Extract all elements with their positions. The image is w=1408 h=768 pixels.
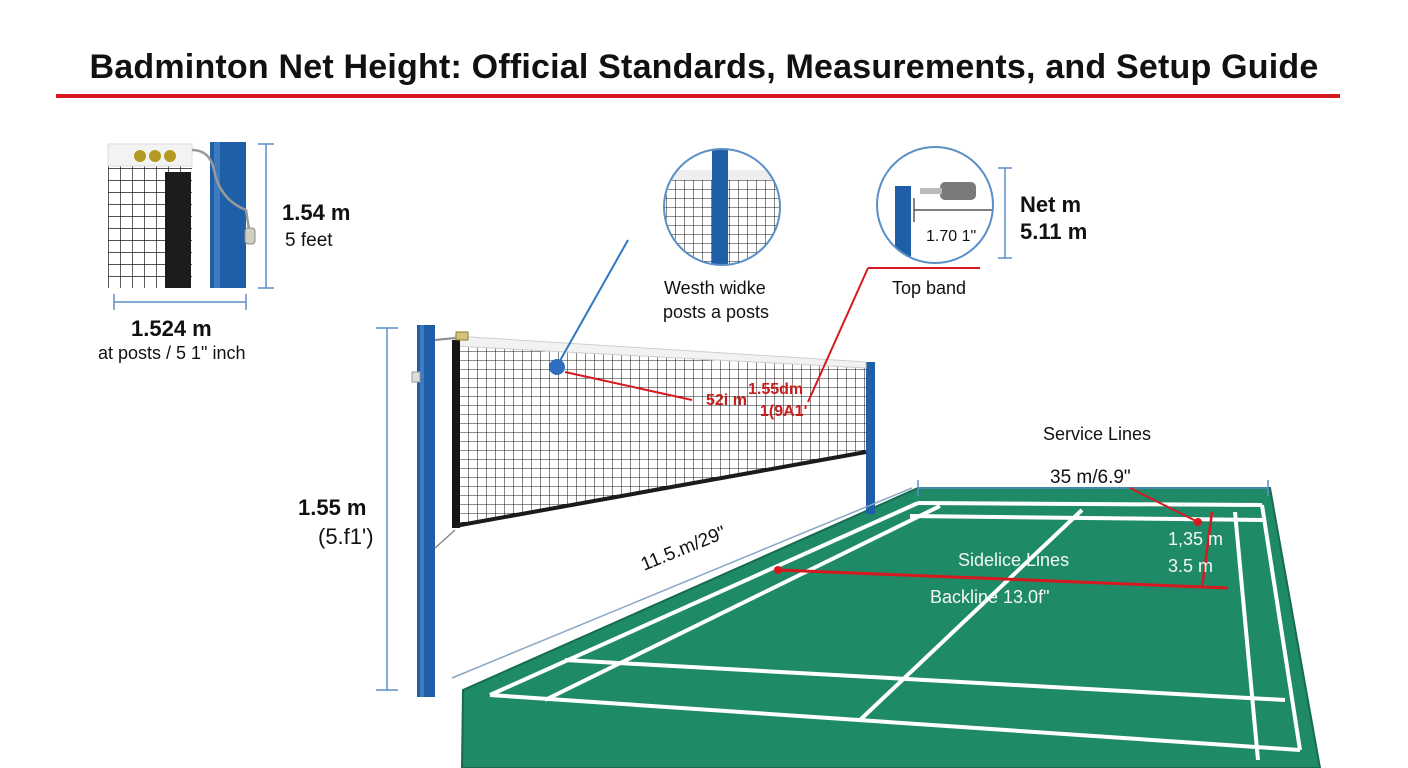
court-backline [917,501,1263,507]
callout-right-inner-measure: 1.70 1" [926,228,977,245]
inset-tension-cord [191,148,252,237]
net-height-arrow [564,371,693,401]
net-mesh [455,340,866,526]
inset-post-detail [107,142,274,310]
page-title: Badminton Net Height: Official Standards… [89,48,1319,86]
inset-height-imperial: 5 feet [285,230,333,251]
inset-grommet [134,150,146,162]
service-width-label: 35 m/6.9" [1050,467,1131,488]
title-underline [56,94,1340,98]
callout-center-caption-2: posts a posts [663,302,770,322]
inset-hook [244,227,256,245]
callout-net-post-zoom [549,148,781,401]
callout-right-leader [807,267,869,403]
court-center-line [858,508,1084,722]
callout-right-value-1: Net m [1020,192,1082,217]
court-sideline-right [1260,504,1302,751]
net-length-dimension [451,487,913,679]
inset-width-value: 1.524 m [131,316,212,341]
post-height-imperial: (5.f1') [318,524,374,549]
net-side-edge [452,340,460,528]
right-post [866,362,875,514]
inset-width-note: at posts / 5 1" inch [98,343,246,363]
net-bottom-edge [454,450,867,528]
court-measurements [774,480,1269,590]
court-front-line [489,693,1301,752]
court-right-value-1: 1,35 m [1168,529,1224,549]
badminton-court [460,487,1322,768]
callout-top-band-zoom [807,146,1012,403]
court-lines [489,501,1302,761]
service-pointer [1129,487,1199,523]
main-net [376,325,913,697]
callout-center-leader [556,239,629,367]
callout-center-anchor [549,359,565,375]
court-right-value-2: 3.5 m [1168,556,1214,576]
sideline-label: Sidelice Lines [958,550,1070,570]
court-sideline-left [489,501,919,697]
net-overlay-left-value: 52i m [706,392,747,409]
callout-right-value-2: 5.11 m [1020,219,1088,244]
callout-right-caption: Top band [892,278,967,298]
backline-label: Backline 13.0f" [930,587,1050,607]
service-lines-label: Service Lines [1043,424,1152,444]
inset-height-value: 1.54 m [282,200,351,225]
inset-net-edge [165,172,191,288]
sideline-arrow [777,568,1229,590]
inset-grommet [164,150,176,162]
callout-center-caption-1: Westh widke [664,278,766,298]
court-service-line [564,658,1286,702]
inset-grommet [149,150,161,162]
post-height-value: 1.55 m [298,495,367,520]
net-overlay-center-value: 1.55dm [748,381,804,398]
court-surface [462,488,1320,768]
right-value-pointer [1200,511,1214,589]
net-overlay-lower-value: 1(9A1' [760,403,808,420]
